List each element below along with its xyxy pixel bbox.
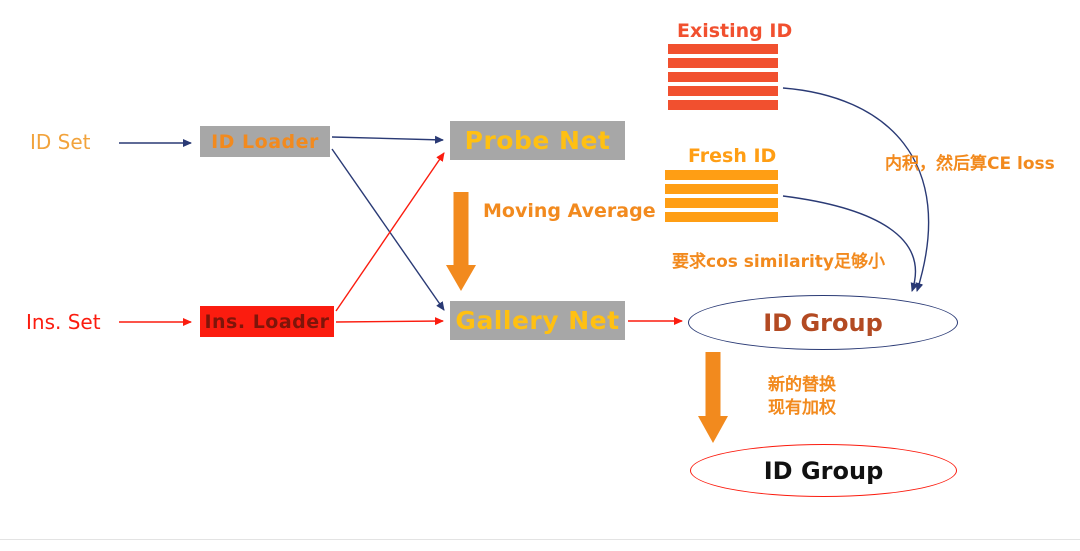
replace-weight-note: 新的替换 现有加权 <box>768 374 836 420</box>
replace-note-line1: 新的替换 <box>768 375 836 395</box>
probe-net-node: Probe Net <box>450 121 625 160</box>
id-feature-bar <box>668 100 778 110</box>
id-group-new-label: ID Group <box>763 456 884 485</box>
id-feature-bar <box>668 86 778 96</box>
gallery-net-node: Gallery Net <box>450 301 625 340</box>
id-feature-bar <box>668 44 778 54</box>
id-group-label: ID Group <box>763 308 883 337</box>
arrow-idloader-to-gallerynet <box>331 148 445 311</box>
id-feature-bar <box>668 58 778 68</box>
inner-product-ce-note: 内积，然后算CE loss <box>885 154 1055 174</box>
id-feature-bar <box>665 170 778 180</box>
replace-note-line2: 现有加权 <box>768 397 836 418</box>
id-feature-bar <box>665 212 778 222</box>
existing-id-label: Existing ID <box>677 20 793 42</box>
fresh-id-stack <box>665 170 778 222</box>
arrow-freshid-to-idgroup <box>782 195 919 292</box>
arrow-insloader-to-gallerynet <box>335 317 444 326</box>
ins-set-label: Ins. Set <box>26 310 101 334</box>
fresh-id-label: Fresh ID <box>688 145 777 167</box>
cos-similarity-note: 要求cos similarity足够小 <box>672 252 885 272</box>
id-set-label: ID Set <box>30 130 91 154</box>
id-loader-node: ID Loader <box>200 126 330 157</box>
moving-average-arrow <box>446 192 476 291</box>
arrow-insloader-to-probenet <box>335 152 445 312</box>
existing-id-stack <box>668 44 778 110</box>
moving-average-label: Moving Average <box>483 200 656 222</box>
id-feature-bar <box>665 198 778 208</box>
ins-loader-node: Ins. Loader <box>200 306 334 337</box>
arrow-idloader-to-probenet <box>331 135 444 144</box>
id-feature-bar <box>665 184 778 194</box>
update-idgroup-arrow <box>698 352 728 443</box>
id-feature-bar <box>668 72 778 82</box>
id-group-ellipse: ID Group <box>688 295 958 350</box>
page-divider <box>0 539 1080 540</box>
id-group-new-ellipse: ID Group <box>690 444 957 497</box>
